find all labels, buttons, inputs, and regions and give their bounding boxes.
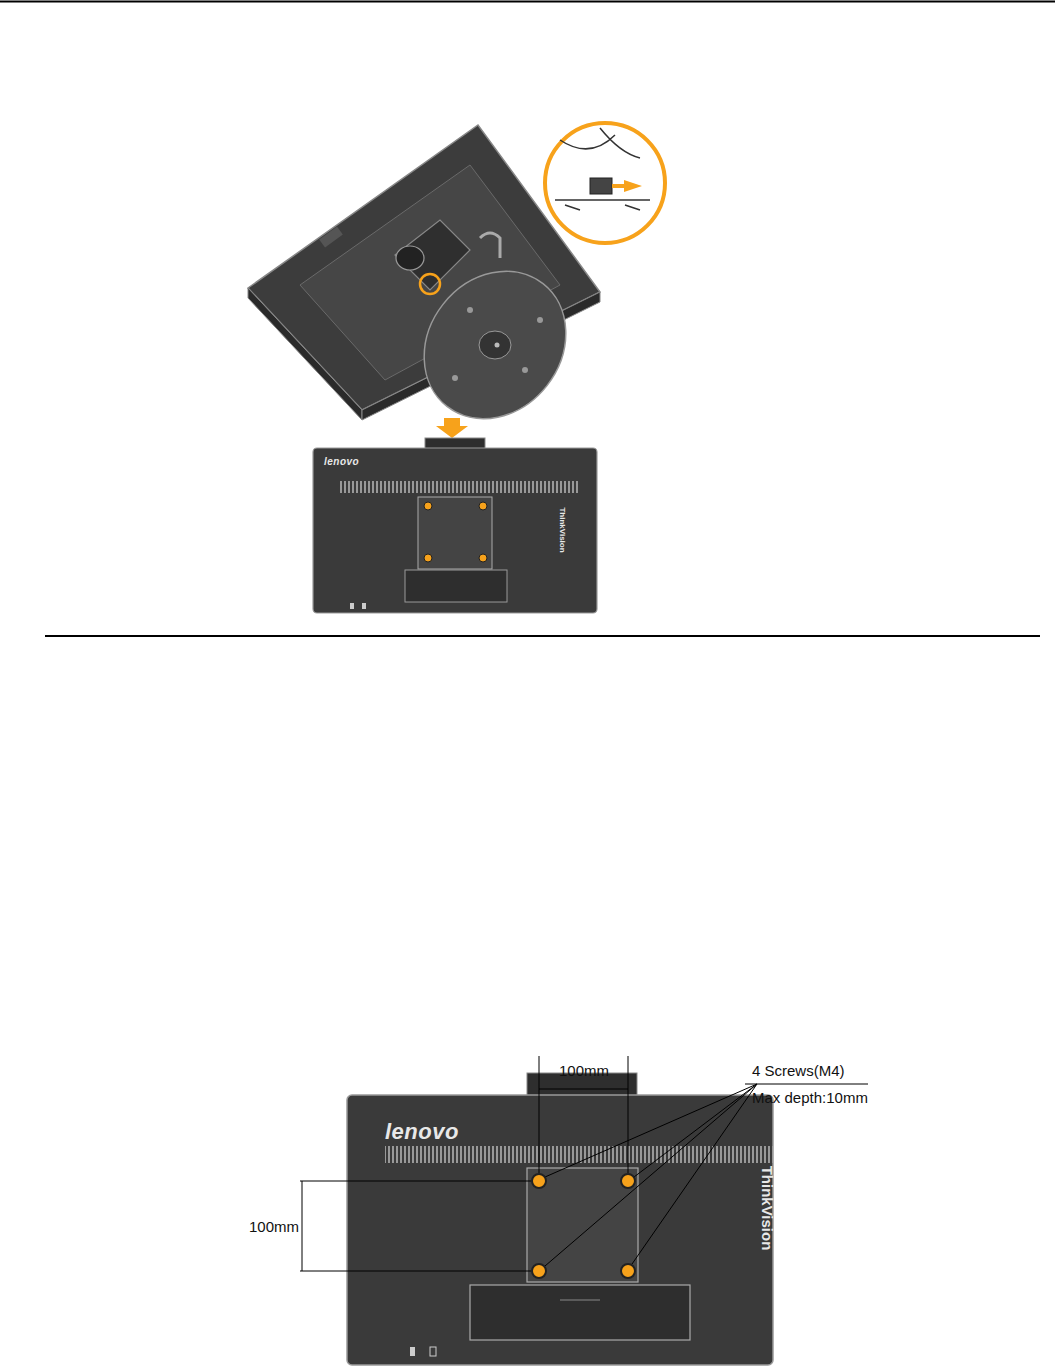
monitor-back-large [347,1073,773,1365]
callout-text: 4 Screws(M4) [752,1062,845,1079]
monitor-back-small [313,438,597,613]
dimension-label: 100mm [249,1218,299,1235]
screw-holes [532,1174,635,1278]
brand-name: ThinkVision [557,507,566,552]
brand-logo: lenovo [324,456,359,468]
page-rule [45,635,1040,637]
detail-callout [545,123,665,243]
brand-logo: lenovo [385,1119,459,1144]
dimension-lines [300,1056,868,1271]
page-rule [0,1,1055,3]
brand-name: ThinkVision [758,1166,775,1251]
callout-text: Max depth:10mm [752,1089,868,1106]
dimension-label: 100mm [559,1062,609,1079]
down-arrow [436,418,468,438]
